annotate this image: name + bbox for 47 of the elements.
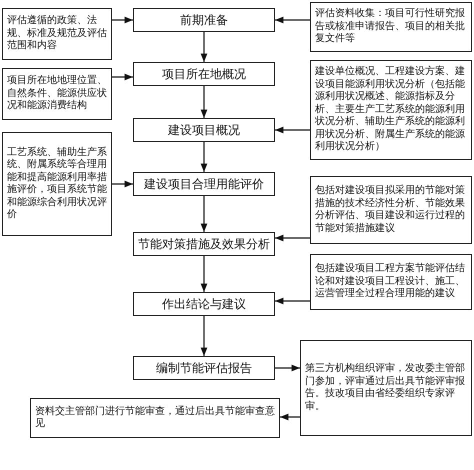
box-text: 作出结论与建议 (162, 297, 246, 311)
note-box (310, 2, 472, 52)
box-text: 建设项目概况 (168, 123, 240, 137)
note-box (2, 8, 112, 60)
arrow (275, 126, 310, 134)
arrow (275, 298, 310, 304)
note-box (310, 60, 472, 160)
box-text: 包括建设项目工程方案节能评估结论和对建设项目工程设计、施工、运营管理全过程合理用能的建议 (315, 263, 466, 301)
box-text: 编制节能评估报告 (156, 361, 252, 375)
box-text: 资料交主管部门进行节能审查，通过后出具节能审查意见 (35, 406, 275, 430)
process-box (133, 62, 275, 86)
process-box (133, 232, 275, 256)
note-box (310, 254, 472, 310)
process-box (133, 8, 275, 32)
box-text: 工艺系统、辅助生产系统、附属系统等合理用能和提高能源利用率措施评价，项目系统节能和能源综合利用状况评价 (7, 146, 107, 222)
box-text: 评估遵循的政策、法规、标准及规范及评估范围和内容 (7, 15, 107, 53)
process-box (133, 292, 275, 316)
note-box (2, 68, 112, 120)
box-text: 第三方机构组织评审，发改委主管部门参加，评审通过后出具节能评审报告。技改项目由省经委组织专家评审。 (305, 363, 466, 413)
arrow (112, 16, 133, 24)
box-text: 包括对建设项目拟采用的节能对策措施的技术经济性分析、节能效果分析评估、项目建设和运行过程的节能对策措施建议 (315, 185, 466, 235)
arrow (200, 32, 208, 62)
arrow (200, 316, 208, 356)
arrow (200, 256, 208, 292)
box-text: 节能对策措施及效果分析 (138, 237, 270, 251)
arrow (200, 142, 208, 172)
process-box (133, 356, 275, 380)
box-text: 项目所在地地理位置、自然条件、能源供应状况和能源消费结构 (7, 75, 107, 113)
box-text: 建设项目合理用能评价 (144, 177, 264, 191)
note-box (300, 340, 472, 436)
note-box (310, 176, 472, 244)
box-text: 前期准备 (180, 13, 228, 27)
process-box (133, 118, 275, 142)
arrow (275, 16, 310, 24)
arrow (280, 414, 300, 420)
note-box (2, 132, 112, 236)
arrow (112, 74, 133, 80)
box-text: 建设单位概况、工程建设方案、建设项目能源利用状况分析（包括能源利用状况概述、能源指标及分析、主要生产工艺系统的能源利用状况分析、辅助生产系统的能源利用状况分析、附属生产系统的能源利用状况分析） (315, 66, 466, 154)
arrow (200, 86, 208, 118)
arrow (275, 364, 300, 372)
note-box (30, 398, 280, 438)
box-text: 评估资料收集：项目可行性研究报告或核准申请报告、项目的相关批复文件等 (315, 8, 466, 46)
arrow (275, 234, 310, 242)
process-box (133, 172, 275, 196)
arrow (112, 180, 133, 188)
box-text: 项目所在地概况 (162, 67, 246, 81)
arrow (200, 196, 208, 232)
